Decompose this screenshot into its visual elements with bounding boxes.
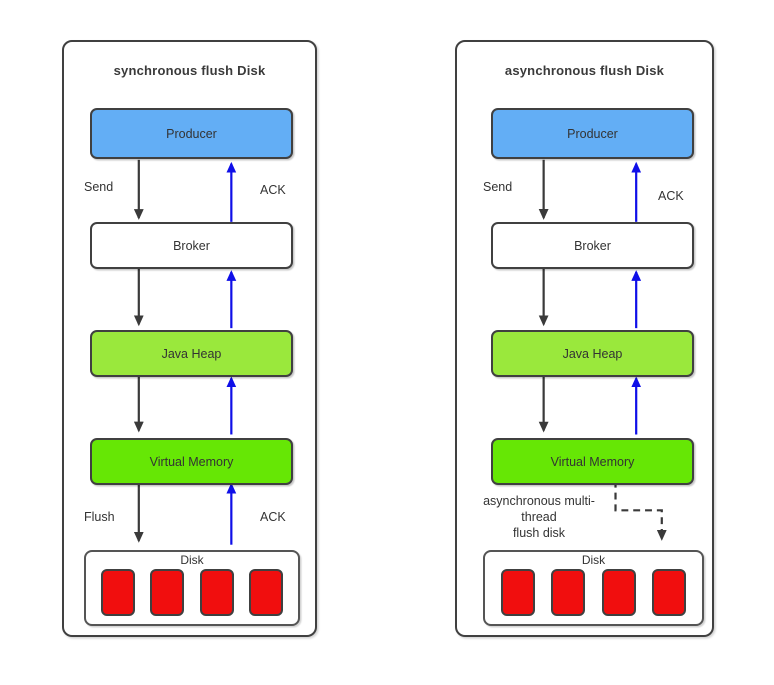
async-flush-label-line: flush disk [512, 526, 566, 540]
virtual-memory-box: Virtual Memory [90, 438, 293, 485]
virtual-memory-box: Virtual Memory [491, 438, 694, 485]
flush-label: Flush [84, 510, 115, 524]
disk-label: Disk [581, 553, 606, 567]
producer-label: Producer [567, 126, 618, 141]
java-heap-label: Java Heap [562, 346, 623, 361]
producer-box: Producer [491, 108, 694, 159]
disk-box: Disk [84, 550, 300, 626]
disk-cell [651, 569, 686, 616]
send-label: Send [84, 180, 114, 194]
disk-cells [86, 569, 298, 616]
broker-label: Broker [173, 238, 210, 253]
disk-cells [485, 569, 702, 616]
disk-cell [150, 569, 185, 616]
java-heap-box: Java Heap [491, 330, 694, 377]
disk-box: Disk [483, 550, 704, 626]
disk-cell [248, 569, 283, 616]
ack-bottom-label: ACK [260, 510, 286, 524]
send-label: Send [483, 180, 513, 194]
panel-synchronous: synchronous flush Disk Producer Broker J… [62, 40, 317, 637]
panel-title: synchronous flush Disk [113, 63, 266, 78]
producer-label: Producer [166, 126, 217, 141]
broker-box: Broker [491, 222, 694, 269]
java-heap-label: Java Heap [161, 346, 222, 361]
async-flush-dashed-arrow [614, 480, 667, 541]
disk-cell [199, 569, 234, 616]
disk-cell [101, 569, 136, 616]
broker-box: Broker [90, 222, 293, 269]
broker-label: Broker [574, 238, 611, 253]
disk-label: Disk [180, 553, 204, 567]
producer-box: Producer [90, 108, 293, 159]
disk-cell [501, 569, 536, 616]
java-heap-box: Java Heap [90, 330, 293, 377]
async-flush-label: asynchronous multi- thread flush disk [463, 493, 615, 541]
disk-cell [551, 569, 586, 616]
async-flush-label-line: asynchronous multi- [483, 494, 595, 508]
disk-cell [601, 569, 636, 616]
virtual-memory-label: Virtual Memory [550, 454, 635, 469]
ack-top-label: ACK [658, 189, 684, 203]
async-flush-label-line: thread [521, 510, 557, 524]
panel-asynchronous: asynchronous flush Disk Producer Broker … [455, 40, 714, 637]
ack-top-label: ACK [260, 183, 286, 197]
virtual-memory-label: Virtual Memory [149, 454, 234, 469]
panel-title: asynchronous flush Disk [504, 63, 665, 78]
